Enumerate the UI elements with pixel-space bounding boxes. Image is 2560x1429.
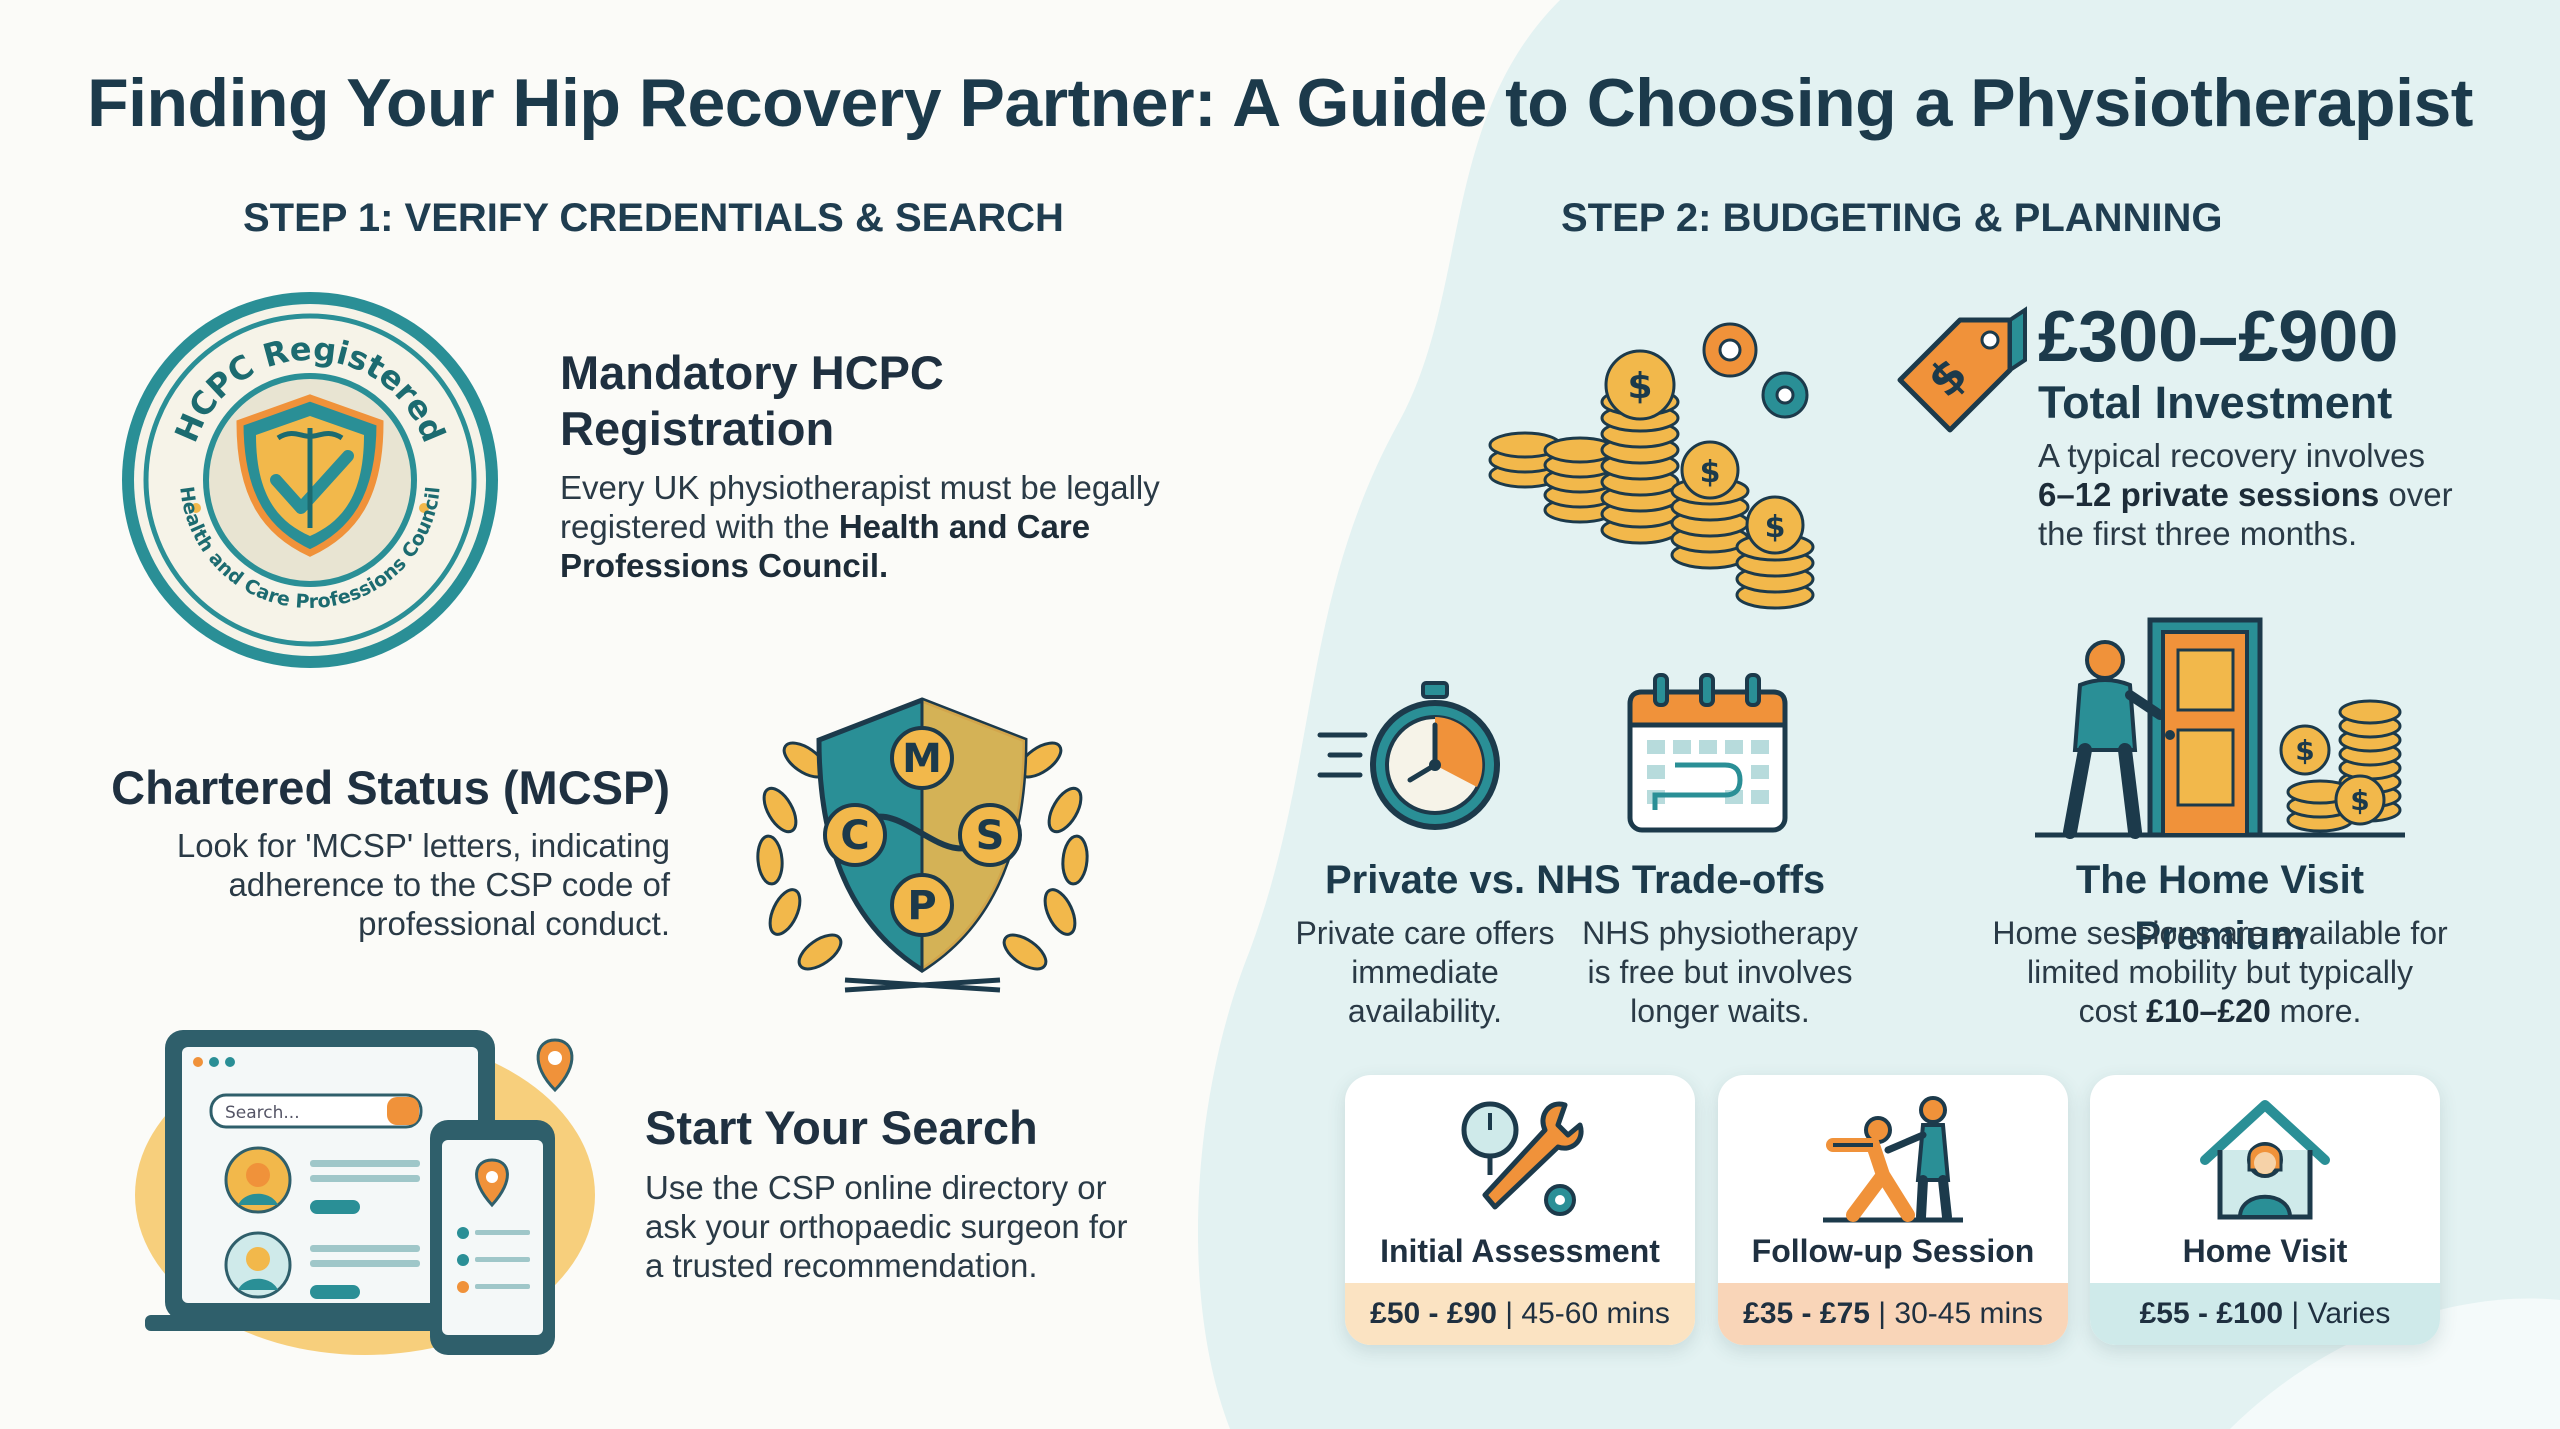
mcsp-crest-icon: M C S P [756, 697, 1089, 993]
nhs-text: NHS physiotherapy is free but involves l… [1575, 914, 1865, 1031]
mcsp-text: Look for 'MCSP' letters, indicating adhe… [177, 826, 670, 943]
card-initial-assessment: Initial Assessment £50 - £90 | 45-60 min… [1345, 1075, 1695, 1345]
investment-text-line1: A typical recovery involves [2038, 437, 2425, 474]
card-home-visit: Home Visit £55 - £100 | Varies [2090, 1075, 2440, 1345]
wrench-gauge-icon [1461, 1101, 1584, 1216]
mcsp-text-line2: adherence to the CSP code of [228, 866, 670, 903]
hcpc-text-line3: Professions Council. [560, 546, 1160, 585]
card-price-value: £35 - £75 [1743, 1297, 1870, 1330]
private-text-line3: availability. [1347, 993, 1503, 1029]
card-name: Home Visit [2182, 1233, 2348, 1269]
svg-text:$: $ [1765, 510, 1786, 545]
card-duration: | 45-60 mins [1496, 1297, 1670, 1330]
house-nurse-icon [2200, 1100, 2330, 1220]
physio-exercise-icon [1823, 1096, 1963, 1223]
mcsp-title: Chartered Status (MCSP) [111, 761, 670, 814]
mcsp-letter-m: M [902, 736, 942, 782]
card-name: Initial Assessment [1380, 1233, 1660, 1269]
home-visit-text-line3-plain: cost [2078, 993, 2147, 1029]
hcpc-text-line1: Every UK physiotherapist must be legally [560, 469, 1160, 506]
investment-text-line3: the first three months. [2038, 515, 2358, 552]
investment-text-line2-plain: over [2379, 476, 2453, 513]
home-visit-text-line3-bold: £10–£20 [2146, 993, 2271, 1029]
hcpc-text-line2: registered with the Health and Care [560, 507, 1160, 546]
svg-text:$: $ [1700, 455, 1721, 490]
step2-heading: STEP 2: BUDGETING & PLANNING [1561, 196, 2223, 240]
mcsp-letter-s: S [976, 813, 1005, 859]
coin-stacks-icon: $ $ $ [1488, 322, 1815, 610]
step1-heading: STEP 1: VERIFY CREDENTIALS & SEARCH [243, 196, 1064, 240]
search-placeholder: Search... [225, 1103, 300, 1123]
card-name: Follow-up Session [1751, 1233, 2035, 1269]
search-text-line3: a trusted recommendation. [645, 1247, 1038, 1284]
home-visit-text-line3: cost £10–£20 more. [1965, 992, 2475, 1031]
svg-text:$: $ [2295, 734, 2314, 767]
hcpc-title-line1: Mandatory HCPC [560, 346, 944, 399]
svg-text:$: $ [1627, 366, 1652, 407]
hcpc-title: Mandatory HCPC Registration [560, 345, 944, 457]
card-price-value: £55 - £100 [2139, 1297, 2284, 1330]
search-text-line1: Use the CSP online directory or [645, 1169, 1107, 1206]
mcsp-text-line1: Look for 'MCSP' letters, indicating [176, 827, 670, 864]
card-price: £35 - £75 | 30-45 mins [1718, 1283, 2068, 1345]
home-visit-text-line3-end: more. [2270, 993, 2362, 1029]
hcpc-text-line2-bold: Health and Care [838, 508, 1091, 545]
investment-text-line2-bold: 6–12 private sessions [2038, 476, 2380, 513]
home-visit-title: The Home Visit Premium [2075, 858, 2365, 958]
card-duration: | Varies [2283, 1297, 2391, 1330]
search-text: Use the CSP online directory or ask your… [645, 1168, 1127, 1285]
mcsp-letter-c: C [840, 813, 869, 859]
investment-text-line2: 6–12 private sessions over [2038, 475, 2453, 514]
card-follow-up-session: Follow-up Session £35 - £75 | 30-45 mins [1718, 1075, 2068, 1345]
private-text-line1: Private care offers [1295, 915, 1555, 951]
home-visit-text: Home sessions are available for limited … [1965, 914, 2475, 1031]
hcpc-title-line2: Registration [560, 402, 835, 455]
nhs-text-line1: NHS physiotherapy [1582, 915, 1858, 951]
private-text-line2: immediate [1351, 954, 1499, 990]
hcpc-text: Every UK physiotherapist must be legally… [560, 468, 1160, 585]
card-price: £55 - £100 | Varies [2090, 1283, 2440, 1345]
stopwatch-icon [1317, 681, 1500, 830]
home-visit-icon: $$ [2035, 617, 2405, 839]
price-tag-icon: $ [1897, 306, 2027, 433]
calendar-icon [1627, 673, 1788, 833]
nhs-text-line2: is free but involves [1587, 954, 1853, 990]
home-visit-text-line2: limited mobility but typically [2027, 954, 2413, 990]
tradeoffs-title: Private vs. NHS Trade-offs [1325, 858, 1826, 902]
card-price: £50 - £90 | 45-60 mins [1345, 1283, 1695, 1345]
card-price-value: £50 - £90 [1370, 1297, 1497, 1330]
mcsp-letter-p: P [907, 883, 936, 929]
investment-label: Total Investment [2038, 377, 2393, 428]
search-title: Start Your Search [645, 1101, 1038, 1154]
page-title: Finding Your Hip Recovery Partner: A Gui… [87, 65, 2473, 141]
home-visit-text-line1: Home sessions are available for [1992, 915, 2448, 951]
hcpc-text-line2-plain: registered with the [560, 508, 839, 545]
svg-text:$: $ [2350, 784, 2369, 817]
mcsp-text-line3: professional conduct. [358, 905, 670, 942]
hcpc-badge-icon: HCPC Registered Health and Care Professi… [122, 292, 498, 668]
card-duration: | 30-45 mins [1869, 1297, 2043, 1330]
investment-amount: £300–£900 [2038, 297, 2399, 377]
search-text-line2: ask your orthopaedic surgeon for [645, 1208, 1128, 1245]
investment-text: A typical recovery involves 6–12 private… [2038, 436, 2453, 553]
search-devices-icon: Search... [135, 1030, 595, 1355]
private-text: Private care offers immediate availabili… [1280, 914, 1570, 1031]
nhs-text-line3: longer waits. [1630, 993, 1810, 1029]
hcpc-text-line3-bold: Professions Council. [560, 547, 889, 584]
